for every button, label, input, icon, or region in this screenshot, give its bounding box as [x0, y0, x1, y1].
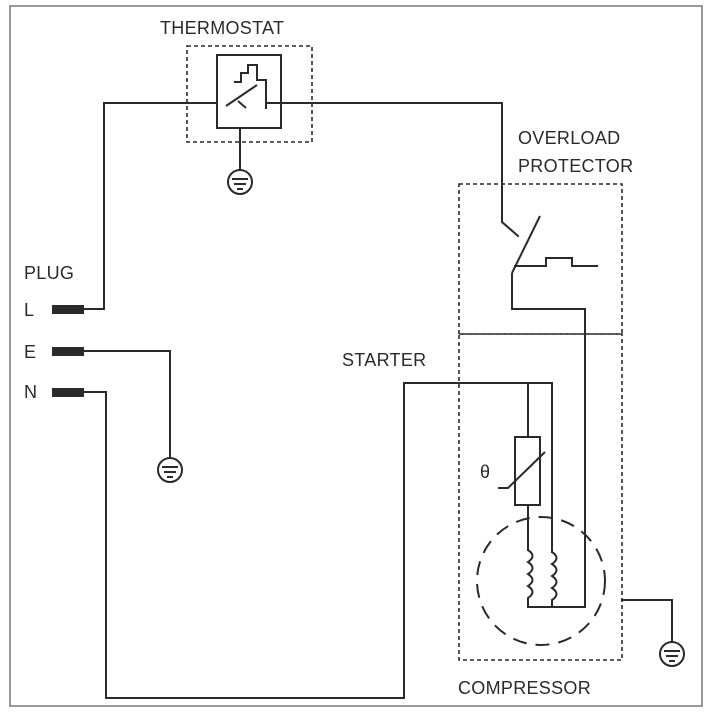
starter-label: STARTER: [342, 350, 426, 370]
thermostat-label: THERMOSTAT: [160, 18, 284, 38]
overload-label-line2: PROTECTOR: [518, 156, 633, 176]
wire-earth: [83, 350, 171, 459]
thermostat-dashed-box: [186, 45, 313, 143]
plug-pin-e: [52, 347, 84, 356]
theta-label: θ: [480, 462, 490, 482]
wire-neutral: [83, 382, 529, 699]
wire-live: [83, 102, 218, 310]
wire-thermostat-to-overload: [265, 102, 520, 238]
winding-coil-icon: [526, 549, 534, 608]
ground-icon: [227, 169, 253, 195]
ground-icon: [659, 641, 685, 667]
thermostat-switch-icon: [225, 64, 267, 109]
thermostat-body: [216, 54, 282, 129]
plug-pin-e-label: E: [24, 342, 36, 362]
compressor-casing: [476, 516, 606, 646]
wire-overload-to-winding: [511, 308, 586, 608]
compressor-label: COMPRESSOR: [458, 678, 591, 698]
plug-pin-n: [52, 388, 84, 397]
overload-dashed-box: [458, 183, 623, 335]
wire-compressor-earth: [621, 599, 673, 643]
winding-coil-icon: [550, 551, 558, 607]
overload-switch-icon: [511, 215, 598, 309]
ground-icon: [157, 457, 183, 483]
overload-label-line1: OVERLOAD: [518, 128, 620, 148]
plug-pin-l-label: L: [24, 300, 34, 320]
plug-pin-n-label: N: [24, 382, 37, 402]
compressor-dashed-box: [458, 333, 623, 661]
plug-label: PLUG: [24, 263, 74, 283]
plug-pin-l: [52, 305, 84, 314]
diagram-frame: [9, 5, 703, 707]
ptc-thermistor-icon: [498, 436, 546, 506]
wire-starter-top: [527, 382, 553, 553]
